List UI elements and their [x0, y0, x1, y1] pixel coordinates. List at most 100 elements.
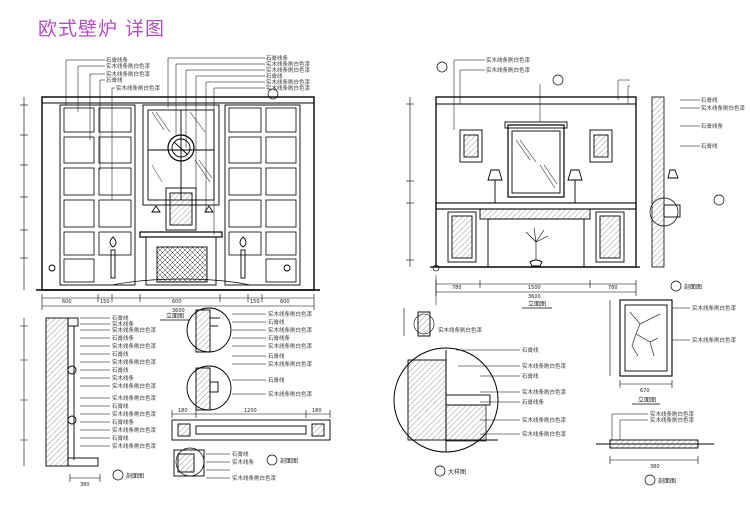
view-title: 剖面图: [280, 457, 298, 465]
view-title: 立面图: [166, 312, 184, 320]
callout-label: 石膏线: [268, 376, 285, 384]
view-title: 立面图: [528, 300, 546, 308]
callout-label: 石膏线: [268, 318, 285, 326]
callout-label: 石膏线条: [522, 398, 545, 406]
dimension-text: 180: [178, 408, 188, 414]
left-section: [20, 317, 110, 482]
dimension-text: 670: [640, 388, 650, 394]
callout-label: 实木线条刷白色漆: [522, 362, 567, 370]
callout-label: 实木线条刷白色漆: [692, 304, 737, 312]
detail-labels: 石膏线 实木线条刷白色漆 石膏线 实木线条刷白色漆 石膏线条 实木线条刷白色漆 …: [522, 346, 567, 438]
dimension-text: 1200: [244, 408, 257, 414]
callout-label: 石膏线条: [106, 56, 129, 64]
callout-label: 石膏线条: [112, 418, 135, 426]
callout-label: 实木线条刷白色漆: [112, 382, 157, 390]
callout-label: 实木线条刷白色漆: [112, 442, 157, 450]
dimension-text: 150: [100, 299, 110, 305]
side-elevation: [406, 59, 725, 268]
base-section: [596, 413, 714, 464]
callout-label: 石膏线: [701, 96, 718, 104]
callout-label: 实木线条刷白色漆: [112, 410, 157, 418]
front-right-labels: 石膏线条 实木线条刷白色漆 实木线条刷白色漆 石膏线 实木线条刷白色漆 实木线条…: [266, 54, 311, 92]
view-title: 大样图: [448, 468, 466, 476]
front-elevation: [20, 57, 320, 291]
callout-label: 实木线条刷白色漆: [116, 84, 161, 92]
dimension-text: 780: [452, 285, 462, 291]
middle-details: [186, 307, 266, 411]
callout-label: 实木线条刷白色漆: [112, 358, 157, 366]
callout-label: 实木线条: [112, 320, 135, 328]
callout-label: 石膏线: [268, 352, 285, 360]
callout-label: 实木线条刷白色漆: [266, 84, 311, 92]
callout-label: 实木线条: [112, 374, 135, 382]
callout-label: 实木线条刷白色漆: [438, 326, 483, 334]
callout-label: 实木线条刷白色漆: [106, 62, 151, 70]
callout-label: 实木线条刷白色漆: [266, 78, 311, 86]
section-marker: 实木线条刷白色漆: [438, 326, 483, 334]
callout-label: 石膏线: [112, 434, 129, 442]
dimension-text: 380: [80, 482, 90, 488]
detail-section: [393, 264, 520, 453]
view-title: 剖面图: [658, 477, 676, 485]
callout-label: 实木线条刷白色漆: [650, 416, 695, 424]
callout-label: 实木线条刷白色漆: [112, 326, 157, 334]
callout-label: 实木线条刷白色漆: [232, 474, 277, 482]
front-left-labels: 石膏线条 实木线条刷白色漆 实木线条刷白色漆 石膏线 实木线条刷白色漆: [106, 56, 161, 92]
page-title: 欧式壁炉 详图: [38, 18, 166, 40]
callout-label: 实木线条刷白色漆: [522, 388, 567, 396]
callout-label: 实木线条刷白色漆: [112, 394, 157, 402]
dimension-text: 380: [650, 464, 660, 470]
callout-label: 实木线条刷白色漆: [692, 336, 737, 344]
view-title: 剖面图: [684, 283, 702, 291]
callout-label: 实木线条刷白色漆: [112, 342, 157, 350]
view-title: 立面图: [638, 396, 656, 404]
callout-label: 实木线条刷白色漆: [268, 390, 313, 398]
callout-label: 实木线条刷白色漆: [701, 104, 746, 112]
callout-label: 石膏线条: [112, 334, 135, 342]
callout-label: 石膏线条: [266, 54, 289, 62]
dimension-text: 1500: [528, 285, 541, 291]
callout-label: 实木线条刷白色漆: [266, 66, 311, 74]
callout-label: 实木线条刷白色漆: [486, 66, 531, 74]
callout-label: 石膏线条: [268, 334, 291, 342]
callout-label: 实木线条: [232, 458, 255, 466]
frame-labels: 实木线条刷白色漆 实木线条刷白色漆: [692, 304, 737, 344]
callout-label: 石膏线: [112, 366, 129, 374]
side-right-labels: 石膏线 实木线条刷白色漆 石膏线条 石膏线: [701, 96, 746, 150]
callout-label: 石膏线: [266, 72, 283, 80]
frame-elevation: [609, 299, 690, 388]
dimension-total: 3600: [528, 294, 541, 300]
callout-label: 石膏线条: [701, 122, 724, 130]
callout-label: 石膏线: [112, 402, 129, 410]
callout-label: 实木线条刷白色漆: [112, 426, 157, 434]
callout-label: 石膏线: [106, 76, 123, 84]
callout-label: 实木线条刷白色漆: [268, 342, 313, 350]
dimension-text: 150: [250, 299, 260, 305]
callout-label: 实木线条刷白色漆: [266, 60, 311, 68]
callout-label: 实木线条刷白色漆: [650, 410, 695, 418]
callout-label: 石膏线: [112, 314, 129, 322]
plan-section: [171, 410, 331, 479]
dimension-total: 3600: [172, 308, 185, 314]
callout-label: 实木线条刷白色漆: [522, 430, 567, 438]
dimension-text: 600: [62, 299, 72, 305]
callout-label: 石膏线: [522, 372, 539, 380]
callout-label: 实木线条刷白色漆: [486, 56, 531, 64]
dimension-text: 600: [172, 299, 182, 305]
callout-label: 石膏线: [522, 346, 539, 354]
view-title: 剖面图: [126, 472, 144, 480]
callout-label: 实木线条刷白色漆: [106, 70, 151, 78]
dimension-text: 780: [608, 285, 618, 291]
middle-labels: 实木线条刷白色漆 石膏线 实木线条刷白色漆 石膏线条 实木线条刷白色漆 石膏线 …: [268, 310, 313, 398]
callout-label: 石膏线: [232, 450, 249, 458]
callout-label: 实木线条刷白色漆: [268, 326, 313, 334]
base-labels: 实木线条刷白色漆 实木线条刷白色漆: [650, 410, 695, 424]
callout-label: 实木线条刷白色漆: [268, 310, 313, 318]
dimension-text: 600: [280, 299, 290, 305]
callout-label: 实木线条刷白色漆: [522, 416, 567, 424]
left-section-labels: 石膏线 实木线条 实木线条刷白色漆 石膏线条 实木线条刷白色漆 石膏线 实木线条…: [112, 314, 157, 450]
callout-label: 石膏线: [112, 350, 129, 358]
front-dimension-line: [41, 294, 315, 310]
plan-labels: 石膏线 实木线条 实木线条刷白色漆: [232, 450, 277, 482]
